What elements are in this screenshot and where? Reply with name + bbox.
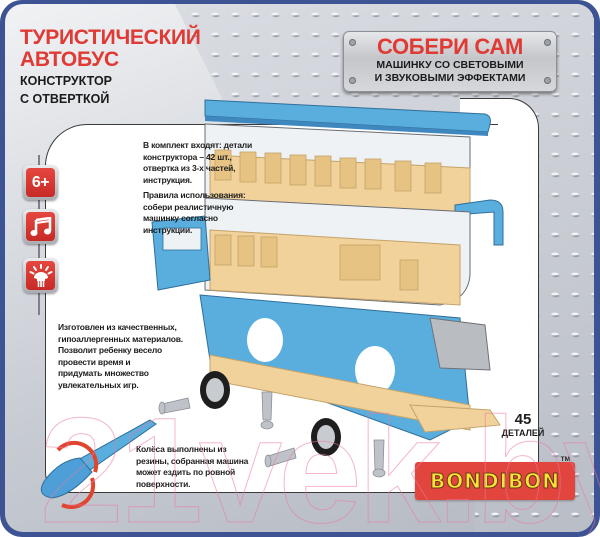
screw-icon [349, 39, 356, 46]
parts-count-label: ДЕТАЛЕЙ [501, 428, 545, 438]
bondibon-logo: BONDIBON TM [415, 456, 575, 500]
product-subtitle-line1: КОНСТРУКТОР [20, 74, 113, 88]
parts-count-number: 45 [514, 411, 532, 428]
light-bulb-icon [23, 258, 58, 293]
music-note-glyph [30, 216, 51, 236]
trademark-mark: TM [560, 456, 570, 463]
age-6plus-icon: 6+ [23, 165, 58, 200]
light-bulb-glyph [29, 263, 52, 287]
product-title-block: ТУРИСТИЧЕСКИЙ АВТОБУС КОНСТРУКТОР С ОТВЕ… [20, 27, 201, 107]
rules-text: Правила использования: собери реалистичн… [143, 190, 246, 235]
parts-count: 45 ДЕТАЛЕЙ [488, 412, 558, 439]
build-yourself-badge: СОБЕРИ САМ МАШИНКУ СО СВЕТОВЫМИ И ЗВУКОВ… [343, 31, 557, 92]
product-title-line1: ТУРИСТИЧЕСКИЙ [20, 26, 201, 49]
wheels-text: Колёса выполнены из резины, собранная ма… [136, 444, 249, 489]
badge-line2: И ЗВУКОВЫМИ ЭФФЕКТАМИ [374, 72, 526, 84]
product-subtitle-line2: С ОТВЕРТКОЙ [20, 92, 110, 106]
screw-icon [349, 77, 356, 84]
contents-text: В комплект входят: детали конструктора –… [143, 140, 252, 185]
age-label: 6+ [31, 173, 50, 191]
screw-icon [544, 77, 551, 84]
brand-name: BONDIBON [429, 469, 560, 494]
materials-text: Изготовлен из качественных, гипоаллерген… [58, 322, 183, 390]
badge-title: СОБЕРИ САМ [376, 34, 524, 59]
white-panel [45, 124, 498, 493]
product-title-line2: АВТОБУС [20, 48, 119, 71]
music-note-icon [23, 209, 58, 244]
badge-line1: МАШИНКУ СО СВЕТОВЫМИ [376, 59, 524, 71]
screw-icon [544, 39, 551, 46]
